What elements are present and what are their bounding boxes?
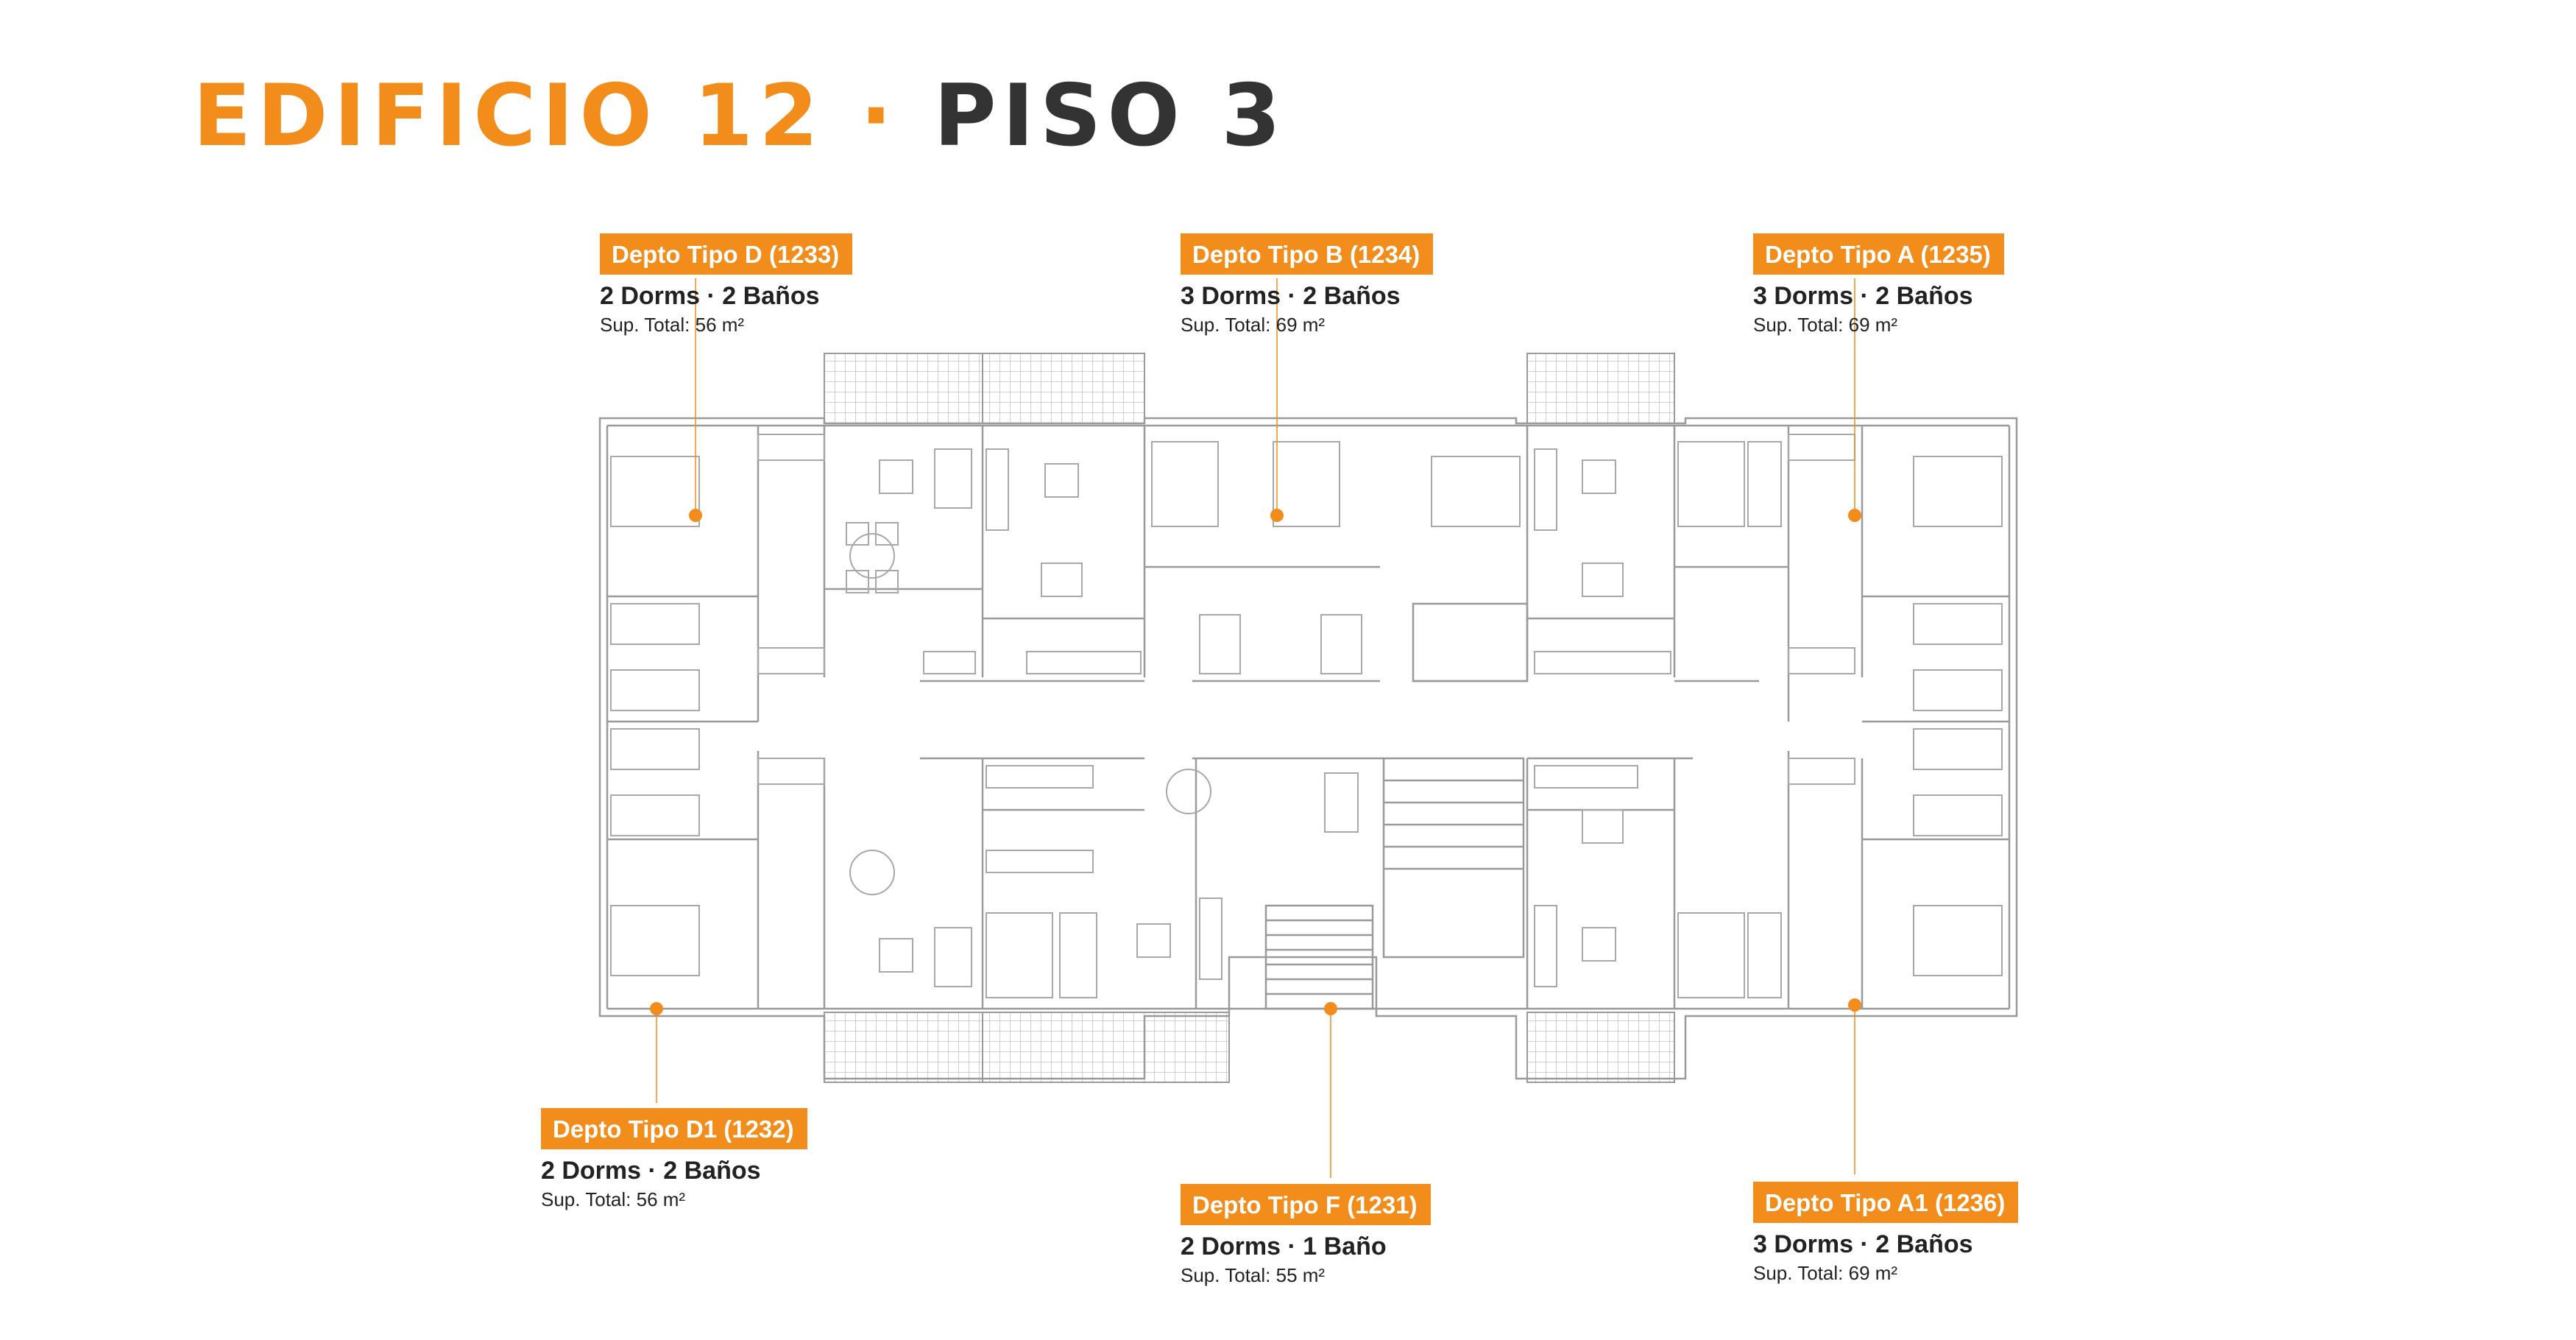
balconies	[824, 353, 1675, 1083]
balcony	[982, 353, 1145, 424]
plan-walls	[598, 417, 2018, 1080]
marker-d1	[650, 1002, 663, 1015]
balcony	[1526, 1012, 1675, 1083]
unit-label-b: Depto Tipo B (1234) 3 Dorms · 2 Baños Su…	[1181, 233, 1434, 336]
unit-area: Sup. Total: 69 m²	[1181, 313, 1326, 336]
unit-rooms: 3 Dorms · 2 Baños	[1181, 282, 1401, 310]
unit-label-a: Depto Tipo A (1235) 3 Dorms · 2 Baños Su…	[1753, 233, 2004, 335]
unit-label-a1: Depto Tipo A1 (1236) 3 Dorms · 2 Baños S…	[1753, 1182, 2019, 1284]
page-title: EDIFICIO 12 · PISO 3	[193, 74, 1287, 159]
marker-d	[689, 509, 702, 522]
marker-a1	[1848, 998, 1861, 1012]
furniture	[610, 434, 2003, 998]
unit-area: Sup. Total: 56 m²	[600, 313, 745, 336]
balcony	[1526, 353, 1675, 424]
unit-label-d1: Depto Tipo D1 (1232) 2 Dorms · 2 Baños S…	[541, 1108, 807, 1210]
unit-area: Sup. Total: 69 m²	[1753, 1261, 1898, 1284]
unit-label-f: Depto Tipo F (1231) 2 Dorms · 1 Baño Sup…	[1181, 1184, 1431, 1286]
marker-b	[1270, 509, 1284, 522]
unit-area: Sup. Total: 56 m²	[541, 1188, 686, 1210]
unit-rooms: 3 Dorms · 2 Baños	[1753, 282, 1973, 310]
unit-markers	[650, 509, 1861, 1015]
unit-area: Sup. Total: 55 m²	[1181, 1263, 1326, 1286]
floor-name: PISO 3	[933, 66, 1287, 166]
unit-tag: Depto Tipo A1 (1236)	[1753, 1182, 2019, 1223]
unit-rooms: 2 Dorms · 2 Baños	[541, 1157, 761, 1185]
stair-core	[1382, 757, 1525, 959]
unit-area: Sup. Total: 69 m²	[1753, 313, 1898, 336]
unit-tag: Depto Tipo B (1234)	[1181, 233, 1434, 275]
unit-rooms: 3 Dorms · 2 Baños	[1753, 1230, 1973, 1258]
leader-lines	[656, 278, 1855, 1178]
balcony	[824, 1012, 983, 1083]
title-separator: ·	[860, 66, 899, 166]
marker-a	[1848, 509, 1861, 522]
unit-tag: Depto Tipo D (1233)	[600, 233, 853, 275]
unit-tag: Depto Tipo D1 (1232)	[541, 1108, 807, 1149]
unit-label-d: Depto Tipo D (1233) 2 Dorms · 2 Baños Su…	[600, 233, 853, 336]
building-name: EDIFICIO 12	[193, 66, 824, 166]
unit-rooms: 2 Dorms · 1 Baño	[1181, 1233, 1387, 1260]
balcony	[824, 353, 983, 424]
unit-tag: Depto Tipo A (1235)	[1753, 233, 2004, 275]
unit-rooms: 2 Dorms · 2 Baños	[600, 282, 820, 310]
unit-tag: Depto Tipo F (1231)	[1181, 1184, 1431, 1225]
balcony	[982, 1012, 1230, 1083]
marker-f	[1324, 1002, 1337, 1015]
